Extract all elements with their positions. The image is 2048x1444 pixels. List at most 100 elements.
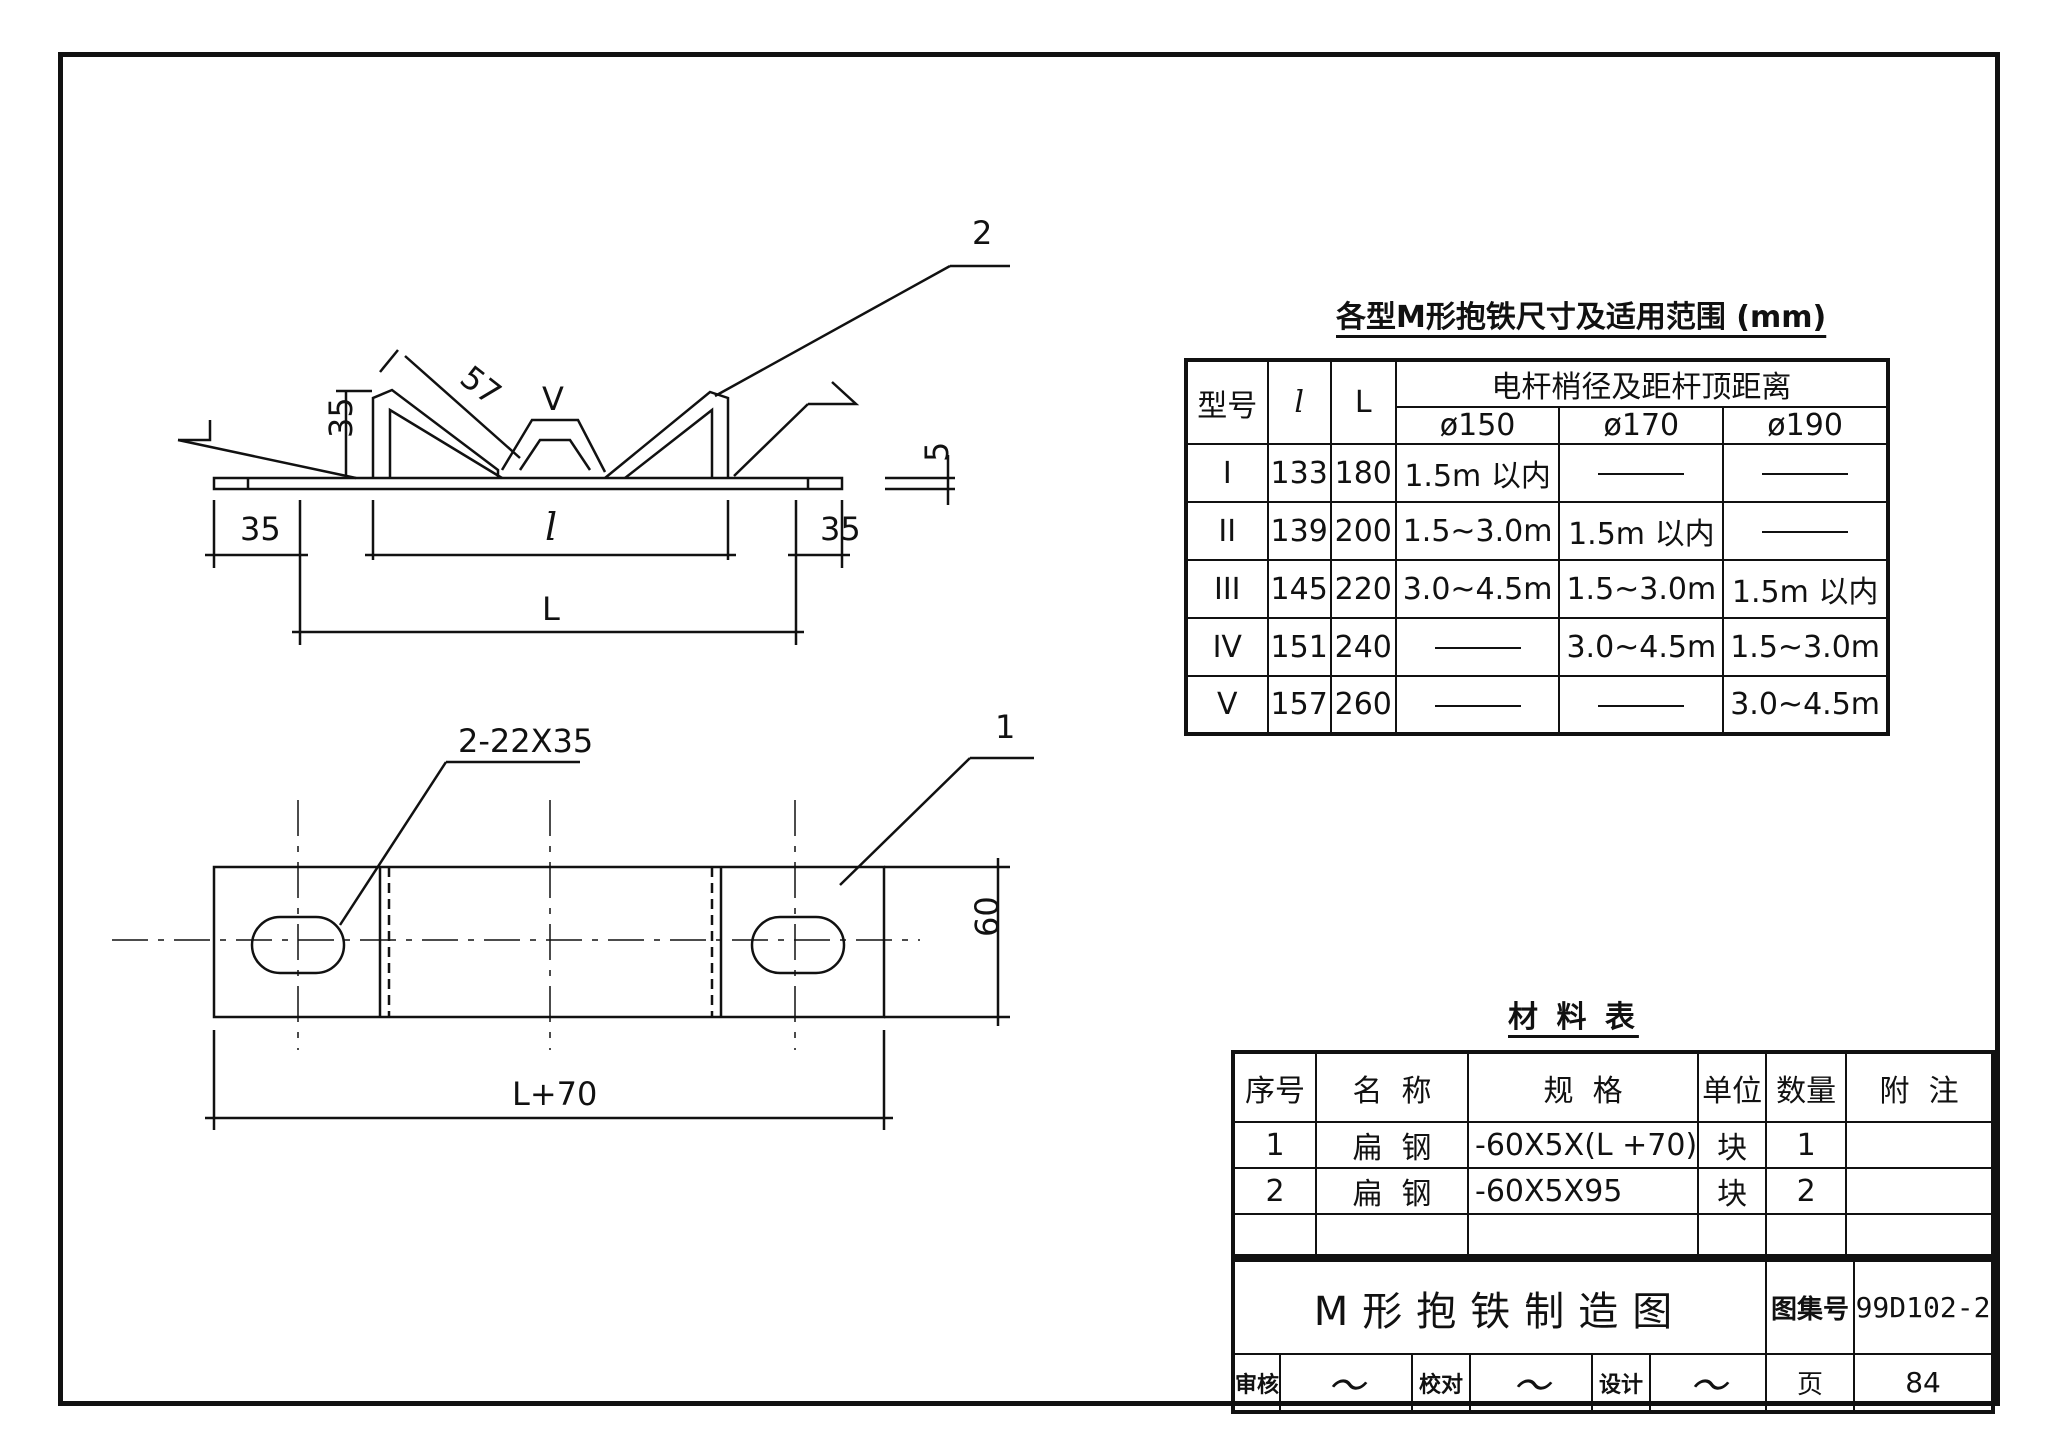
design-signature: ～ [1649, 1353, 1768, 1413]
row-L: 220 [1329, 559, 1397, 619]
row-qty: 1 [1765, 1121, 1848, 1169]
row-d170: 3.0~4.5m [1558, 617, 1725, 677]
row-L: 180 [1329, 443, 1397, 503]
atlas-label: 图集号 [1765, 1259, 1856, 1355]
row-d150-empty [1394, 617, 1561, 677]
row-note [1845, 1167, 1994, 1215]
header-unit: 单位 [1697, 1051, 1768, 1123]
header-d150: ø150 [1394, 406, 1561, 445]
row-no: 2 [1232, 1167, 1317, 1215]
row-L: 200 [1329, 501, 1397, 561]
right-leg [604, 390, 730, 479]
table-row: V 157 260 3.0~4.5m [1185, 675, 1889, 735]
left-end-dim: 35 [240, 510, 281, 548]
table-row: I 133 180 1.5m 以内 [1185, 443, 1889, 503]
table-row: II 139 200 1.5~3.0m 1.5m 以内 [1185, 501, 1889, 561]
v-label: V [542, 380, 564, 418]
plan-view [112, 756, 1034, 1130]
header-type: 型号 [1185, 359, 1269, 445]
page-label: 页 [1765, 1353, 1856, 1413]
review-signature: ～ [1279, 1353, 1414, 1413]
header-group: 电杆梢径及距杆顶距离 [1394, 359, 1890, 408]
atlas-number: 99D102-2 [1853, 1259, 1994, 1355]
elevation-view [177, 264, 1010, 645]
header-d190: ø190 [1722, 406, 1889, 445]
row-d150: 1.5~3.0m [1394, 501, 1561, 561]
callout-1: 1 [995, 708, 1015, 746]
callout-2: 2 [972, 214, 992, 252]
row-spec: -60X5X(L +70) [1466, 1121, 1700, 1169]
row-name: 扁 钢 [1315, 1121, 1469, 1169]
length-dim: L+70 [512, 1075, 597, 1113]
review-label: 审核 [1231, 1353, 1282, 1413]
slot-callout: 2-22X35 [458, 722, 593, 760]
thickness-dim: 5 [918, 442, 956, 462]
page-number: 84 [1853, 1353, 1994, 1413]
width-dim: 60 [968, 896, 1006, 937]
table-row: III 145 220 3.0~4.5m 1.5~3.0m 1.5m 以内 [1185, 559, 1889, 619]
row-d170: 1.5~3.0m [1558, 559, 1725, 619]
row-d170-empty [1558, 675, 1725, 735]
size-table-title: 各型M形抱铁尺寸及适用范围 (mm) [1336, 300, 1827, 335]
header-no: 序号 [1232, 1051, 1317, 1123]
row-note [1845, 1121, 1994, 1169]
row-L: 240 [1329, 617, 1397, 677]
row-l: 139 [1266, 501, 1332, 561]
check-label: 校对 [1411, 1353, 1472, 1413]
row-d150: 3.0~4.5m [1394, 559, 1561, 619]
table-row: IV 151 240 3.0~4.5m 1.5~3.0m [1185, 617, 1889, 677]
row-unit: 块 [1697, 1121, 1768, 1169]
row-d190: 1.5~3.0m [1722, 617, 1889, 677]
row-l: 157 [1266, 675, 1332, 735]
row-type: II [1185, 501, 1269, 561]
left-leg [371, 388, 500, 478]
drawing-frame [58, 52, 2000, 1406]
row-d190-empty [1722, 443, 1889, 503]
row-l: 145 [1266, 559, 1332, 619]
row-d190: 1.5m 以内 [1722, 559, 1889, 619]
row-no: 1 [1232, 1121, 1317, 1169]
elevation-labels: V 57 35 5 2 35 35 l L [240, 214, 992, 628]
total-dim: L [542, 590, 560, 628]
row-type: I [1185, 443, 1269, 503]
drawing-title: M形抱铁制造图 [1231, 1259, 1768, 1355]
header-spec: 规 格 [1466, 1051, 1700, 1123]
row-L: 260 [1329, 675, 1397, 735]
table-row: 1 扁 钢 -60X5X(L +70) 块 1 [1232, 1121, 1994, 1169]
size-table: 型号 l L 电杆梢径及距杆顶距离 ø150 ø170 ø190 I 133 1… [1184, 358, 1890, 736]
row-qty: 2 [1765, 1167, 1848, 1215]
table-row: 2 扁 钢 -60X5X95 块 2 [1232, 1167, 1994, 1215]
plan-plate [212, 865, 886, 1019]
row-type: III [1185, 559, 1269, 619]
row-l: 151 [1266, 617, 1332, 677]
table-row-empty [1232, 1213, 1994, 1257]
material-table-title: 材 料 表 [1508, 1000, 1639, 1035]
row-name: 扁 钢 [1315, 1167, 1469, 1215]
design-label: 设计 [1591, 1353, 1652, 1413]
header-d170: ø170 [1558, 406, 1725, 445]
base-plate [212, 476, 844, 491]
row-l: 133 [1266, 443, 1332, 503]
row-d170-empty [1558, 443, 1725, 503]
row-d190: 3.0~4.5m [1722, 675, 1889, 735]
row-d170: 1.5m 以内 [1558, 501, 1725, 561]
row-d190-empty [1722, 501, 1889, 561]
plan-labels: 2-22X35 1 60 L+70 [458, 708, 1015, 1113]
right-slot [750, 915, 846, 975]
header-name: 名 称 [1315, 1051, 1469, 1123]
header-L: L [1329, 359, 1397, 445]
row-unit: 块 [1697, 1167, 1768, 1215]
title-block: M形抱铁制造图 图集号 99D102-2 审核 ～ 校对 ～ 设计 ～ 页 84 [1231, 1258, 1995, 1414]
header-qty: 数量 [1765, 1051, 1848, 1123]
flange-height-dim: 35 [322, 397, 360, 438]
row-type: V [1185, 675, 1269, 735]
row-d150-empty [1394, 675, 1561, 735]
row-type: IV [1185, 617, 1269, 677]
header-l: l [1266, 359, 1332, 445]
material-table: 序号 名 称 规 格 单位 数量 附 注 1 扁 钢 -60X5X(L +70)… [1231, 1050, 1995, 1258]
title-block-table: M形抱铁制造图 图集号 99D102-2 审核 ～ 校对 ～ 设计 ～ 页 84 [1231, 1258, 1995, 1414]
row-d150: 1.5m 以内 [1394, 443, 1561, 503]
check-signature: ～ [1469, 1353, 1594, 1413]
row-spec: -60X5X95 [1466, 1167, 1700, 1215]
